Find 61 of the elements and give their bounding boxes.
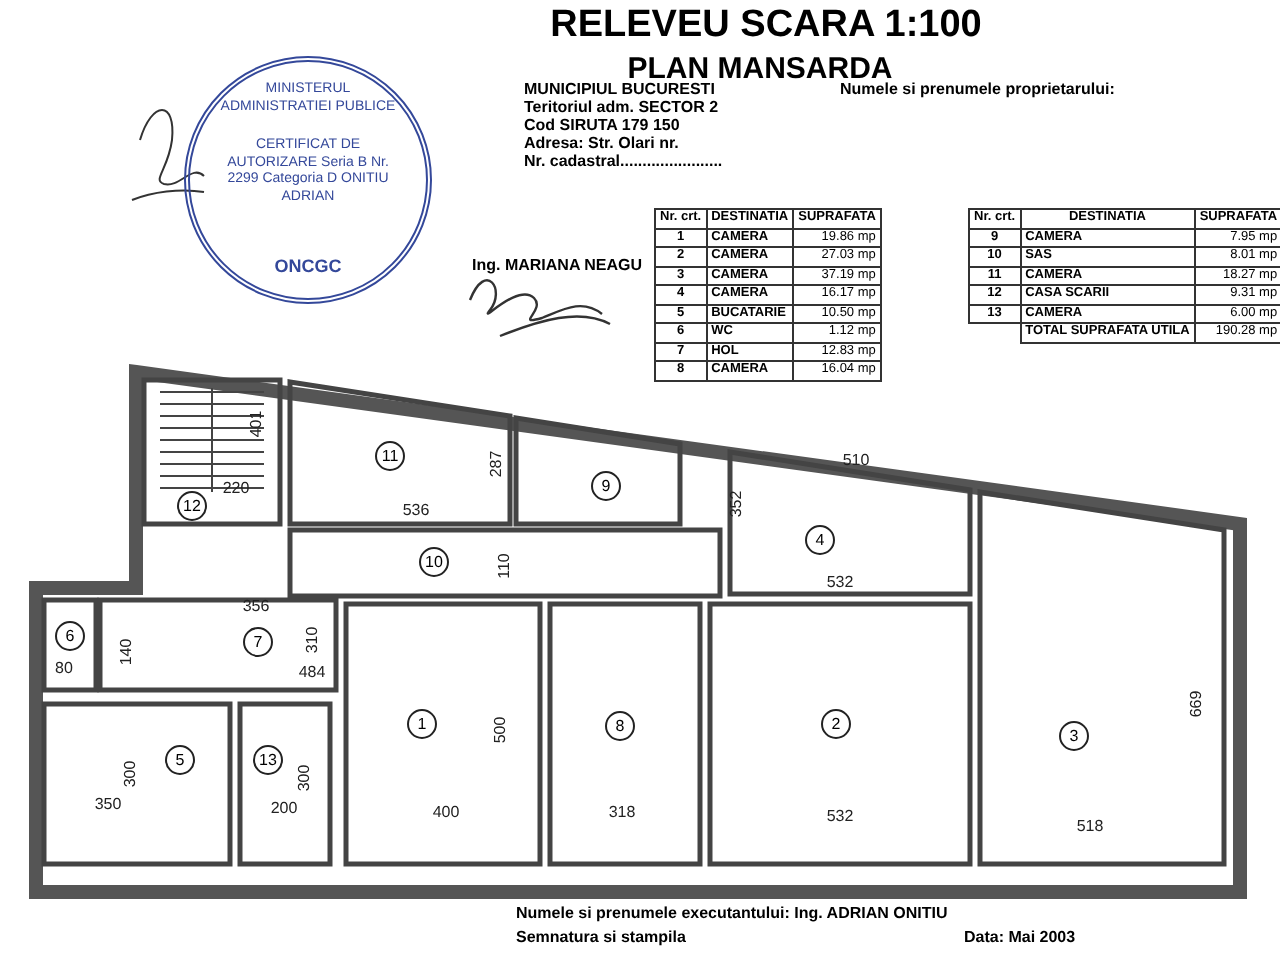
info-text: Teritoriul adm. SECTOR 2: [524, 98, 719, 116]
stamp: [184, 56, 432, 304]
room-number: 8: [605, 711, 635, 741]
dimension-label: 536: [402, 501, 430, 519]
dimension-label: 352: [727, 490, 745, 518]
dimension-label: 484: [298, 663, 326, 681]
room-outline: [290, 382, 510, 524]
room-outline: [144, 380, 280, 524]
info-text: Ing. MARIANA NEAGU: [472, 256, 643, 274]
room-number: 9: [591, 471, 621, 501]
room-number: 6: [55, 621, 85, 651]
dimension-label: 500: [491, 716, 509, 744]
footer-text: Numele si prenumele executantului: Ing. ADRIAN ONITIU: [516, 904, 948, 922]
room-outline: [516, 418, 680, 524]
room-number: 3: [1059, 721, 1089, 751]
dimension-label: 80: [55, 659, 73, 677]
room-outline: [730, 452, 970, 594]
dimension-label: 401: [247, 410, 265, 438]
dimension-label: 532: [826, 573, 854, 591]
dimension-label: 518: [1076, 817, 1104, 835]
dimension-label: 300: [121, 760, 139, 788]
dimension-label: 669: [1187, 690, 1205, 718]
footer-text: Semnatura si stampila: [516, 928, 686, 946]
room-outline: [346, 604, 540, 864]
room-outline: [980, 492, 1224, 864]
room-number: 2: [821, 709, 851, 739]
dimension-label: 350: [94, 795, 122, 813]
room-number: 1: [407, 709, 437, 739]
dimension-label: 300: [295, 764, 313, 792]
dimension-label: 400: [432, 803, 460, 821]
room-number: 5: [165, 745, 195, 775]
room-outline: [710, 604, 970, 864]
room-outline: [100, 600, 336, 690]
footer-text: Data: Mai 2003: [964, 928, 1076, 946]
dimension-label: 140: [117, 638, 135, 666]
title: RELEVEU SCARA 1:100: [550, 4, 982, 48]
dimension-label: 510: [842, 451, 870, 469]
room-outline: [240, 704, 330, 864]
room-number: 10: [419, 547, 449, 577]
dimension-label: 356: [242, 597, 270, 615]
room-number: 12: [177, 491, 207, 521]
dimension-label: 200: [270, 799, 298, 817]
info-text: Nr. cadastral.......................: [524, 152, 723, 170]
info-text: Adresa: Str. Olari nr.: [524, 134, 679, 152]
room-outline: [44, 600, 96, 690]
info-text: Cod SIRUTA 179 150: [524, 116, 680, 134]
room-number: 7: [243, 627, 273, 657]
dimension-label: 532: [826, 807, 854, 825]
room-outline: [290, 530, 720, 596]
dimension-label: 318: [608, 803, 636, 821]
dimension-label: 310: [303, 626, 321, 654]
stamp-text: ONCGC: [272, 258, 344, 275]
room-outline: [550, 604, 700, 864]
room-number: 4: [805, 525, 835, 555]
dimension-label: 110: [495, 553, 513, 579]
room-number: 11: [375, 441, 405, 471]
room-outline: [44, 704, 230, 864]
dimension-label: 287: [487, 450, 505, 478]
room-number: 13: [253, 745, 283, 775]
info-text: Numele si prenumele proprietarului:: [840, 80, 1115, 98]
info-text: MUNICIPIUL BUCURESTI: [524, 80, 715, 98]
